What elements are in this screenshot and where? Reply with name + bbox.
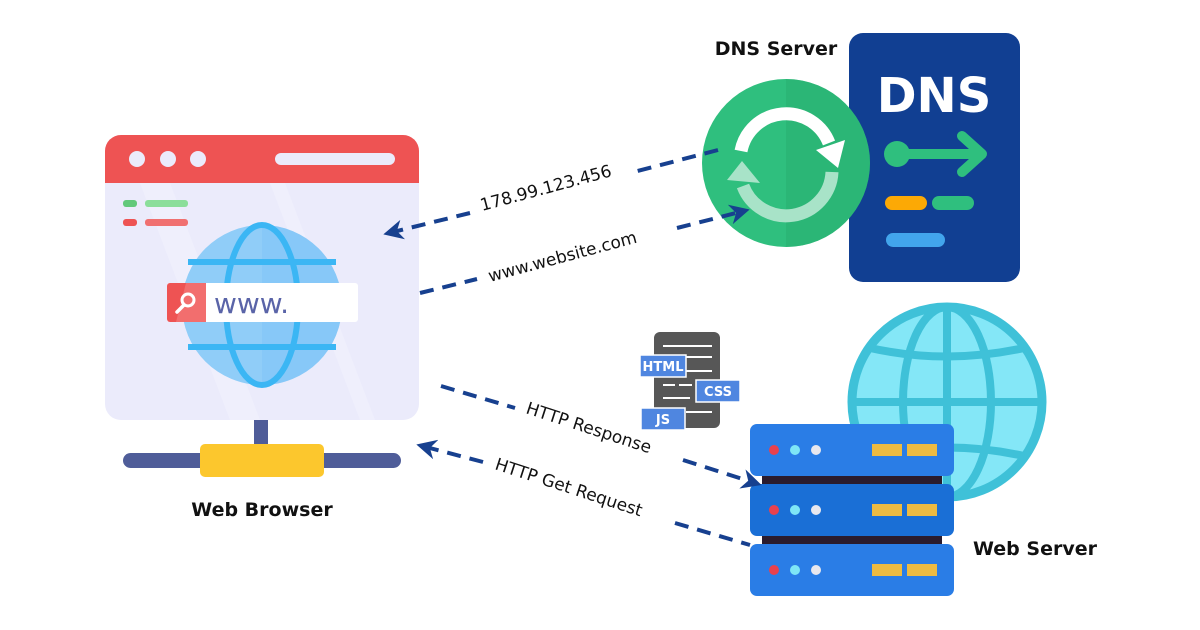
server-unit <box>750 424 954 476</box>
flow-http-get-request: HTTP Get Request <box>416 439 751 547</box>
server-led-icon <box>769 505 779 515</box>
server-drive-bay <box>907 444 937 456</box>
refresh-cycle-icon <box>702 79 870 247</box>
browser-connector <box>200 444 324 477</box>
server-unit <box>750 544 954 596</box>
flow-ip-response: 178.99.123.456 <box>383 148 719 240</box>
web-server-node: Web Server <box>750 302 1098 596</box>
web-browser-label: Web Browser <box>191 499 333 521</box>
server-led-icon <box>790 445 800 455</box>
server-drive-bay <box>872 444 902 456</box>
server-led-icon <box>790 565 800 575</box>
server-drive-bay <box>872 504 902 516</box>
window-dot-icon <box>190 151 206 167</box>
dns-server-label: DNS Server <box>715 38 838 60</box>
server-led-icon <box>769 445 779 455</box>
server-unit <box>750 484 954 536</box>
flow-label: HTTP Get Request <box>492 455 645 522</box>
window-dot-icon <box>160 151 176 167</box>
server-drive-bay <box>907 504 937 516</box>
server-led-icon <box>790 505 800 515</box>
web-server-label: Web Server <box>973 538 1098 560</box>
server-rack-icon <box>750 424 954 596</box>
server-drive-bay <box>907 564 937 576</box>
server-led-icon <box>811 505 821 515</box>
flow-label: HTTP Response <box>523 399 653 458</box>
html-tag: HTML <box>643 360 684 375</box>
browser-url-bar <box>275 153 395 165</box>
css-tag: CSS <box>704 385 732 400</box>
web-browser-node: www. Web Browser <box>105 135 419 521</box>
address-bar-text: www. <box>214 287 289 320</box>
js-tag: JS <box>655 413 670 428</box>
search-icon <box>175 292 196 314</box>
flow-label: 178.99.123.456 <box>478 162 614 216</box>
browser-header <box>105 135 419 183</box>
server-led-icon <box>811 565 821 575</box>
server-led-icon <box>769 565 779 575</box>
window-dot-icon <box>129 151 145 167</box>
arrow-right-icon <box>884 131 987 177</box>
browser-stand-pole <box>254 418 268 448</box>
code-document-icon: HTML CSS JS <box>639 332 741 431</box>
server-drive-bay <box>872 564 902 576</box>
address-bar: www. <box>167 283 358 322</box>
flow-domain-query: www.website.com <box>419 204 750 295</box>
dns-server-node: DNS DNS Server <box>702 33 1020 282</box>
flow-label: www.website.com <box>486 228 639 287</box>
server-led-icon <box>811 445 821 455</box>
dns-badge-text: DNS <box>877 68 992 124</box>
